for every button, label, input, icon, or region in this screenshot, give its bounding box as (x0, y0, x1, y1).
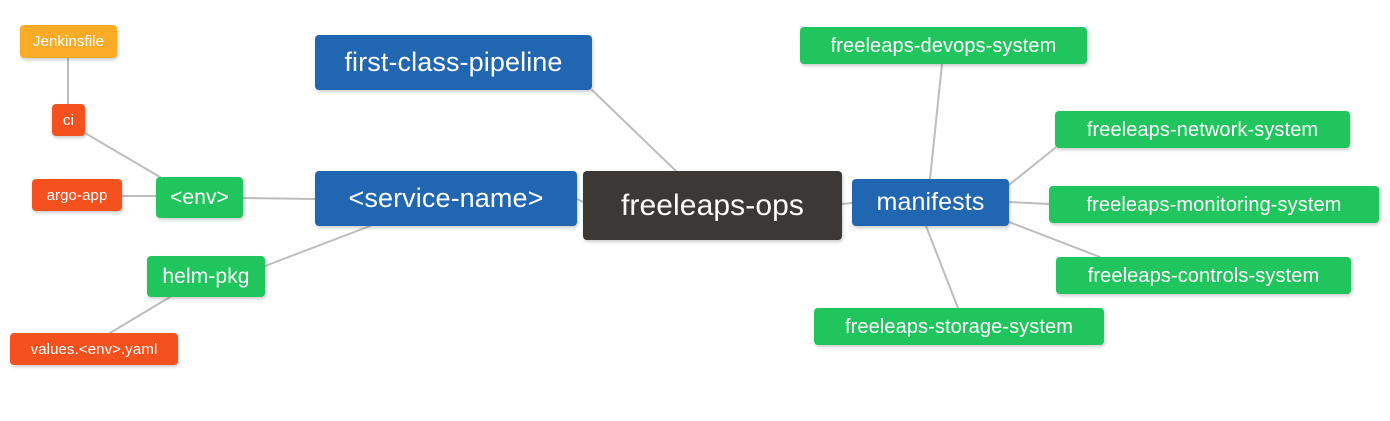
node-argo-app[interactable]: argo-app (32, 179, 122, 211)
node-label: freeleaps-ops (620, 188, 805, 222)
node-label: first-class-pipeline (344, 47, 563, 77)
edge-manifests-to-freeleaps-network-system (1008, 147, 1056, 186)
node-label: freeleaps-controls-system (1087, 264, 1320, 287)
node-label: freeleaps-devops-system (830, 34, 1057, 57)
node-service-name[interactable]: <service-name> (315, 171, 577, 226)
node-jenkinsfile[interactable]: Jenkinsfile (20, 25, 117, 58)
edge-freeleaps-ops-to-manifests (841, 202, 853, 205)
node-label: freeleaps-network-system (1086, 118, 1319, 141)
node-env[interactable]: <env> (156, 177, 243, 218)
edge-ci-to-env (84, 132, 161, 178)
edge-helm-pkg-to-values-env-yaml (109, 296, 171, 334)
node-ci[interactable]: ci (52, 104, 85, 136)
node-label: argo-app (46, 186, 108, 204)
node-freeleaps-devops-system[interactable]: freeleaps-devops-system (800, 27, 1087, 64)
edge-first-class-pipeline-to-freeleaps-ops (591, 89, 677, 172)
node-helm-pkg[interactable]: helm-pkg (147, 256, 265, 297)
edge-manifests-to-freeleaps-devops-system (929, 63, 943, 180)
node-label: freeleaps-storage-system (844, 315, 1074, 338)
edge-manifests-to-freeleaps-storage-system (925, 225, 959, 309)
node-freeleaps-storage-system[interactable]: freeleaps-storage-system (814, 308, 1104, 345)
node-label: <env> (170, 186, 229, 209)
node-freeleaps-ops[interactable]: freeleaps-ops (583, 171, 842, 240)
node-first-class-pipeline[interactable]: first-class-pipeline (315, 35, 592, 90)
node-label: values.<env>.yaml (30, 340, 158, 358)
edge-manifests-to-freeleaps-monitoring-system (1008, 201, 1050, 205)
node-freeleaps-monitoring-system[interactable]: freeleaps-monitoring-system (1049, 186, 1379, 223)
edge-env-to-service-name (242, 197, 316, 200)
node-label: ci (62, 111, 75, 129)
node-label: manifests (876, 188, 985, 216)
edge-manifests-to-freeleaps-controls-system (1008, 221, 1101, 258)
node-freeleaps-controls-system[interactable]: freeleaps-controls-system (1056, 257, 1351, 294)
node-freeleaps-network-system[interactable]: freeleaps-network-system (1055, 111, 1350, 148)
node-label: Jenkinsfile (32, 33, 105, 50)
node-label: freeleaps-monitoring-system (1086, 193, 1342, 216)
node-values-env-yaml[interactable]: values.<env>.yaml (10, 333, 178, 365)
node-label: helm-pkg (162, 265, 250, 288)
edge-service-name-to-helm-pkg (264, 225, 371, 267)
node-manifests[interactable]: manifests (852, 179, 1009, 226)
node-label: <service-name> (348, 183, 544, 213)
